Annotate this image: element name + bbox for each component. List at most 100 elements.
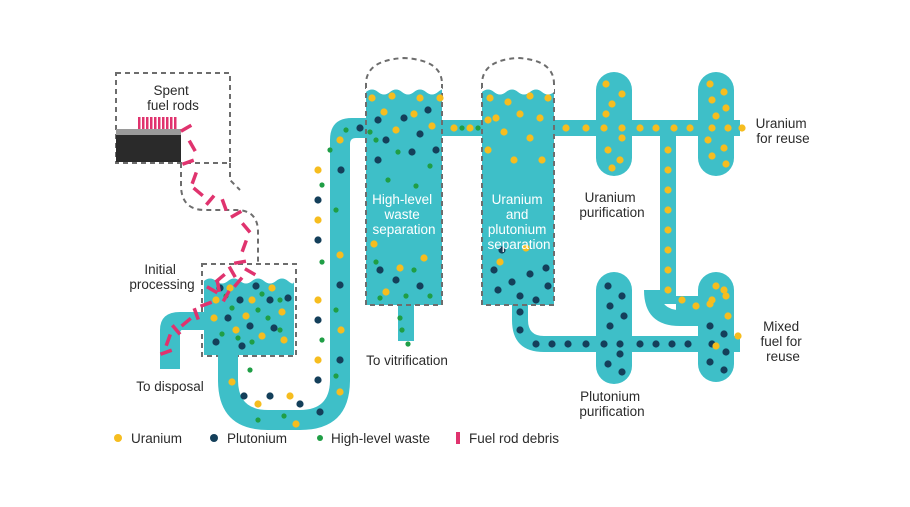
- rod-tip: [166, 117, 169, 129]
- uranium-particle: [416, 94, 424, 102]
- uranium-particle: [664, 146, 672, 154]
- uranium-particle: [706, 300, 714, 308]
- uranium-particle: [336, 136, 344, 144]
- initial-surface: [204, 277, 294, 284]
- uranium-particle: [602, 80, 610, 88]
- debris-piece: [232, 276, 244, 288]
- waste-particle: [405, 341, 411, 347]
- plutonium-particle: [336, 281, 344, 289]
- uranium-particle: [370, 240, 378, 248]
- waste-particle: [255, 417, 261, 423]
- waste-particle: [319, 182, 325, 188]
- waste-particle: [343, 127, 349, 133]
- uranium-particle: [382, 288, 390, 296]
- plutonium-particle: [604, 360, 612, 368]
- plutonium-particle: [314, 196, 322, 204]
- spent-fuel-assembly-icon: [116, 117, 181, 162]
- debris-piece: [192, 307, 200, 321]
- uranium-particle: [722, 104, 730, 112]
- plutonium-particle: [544, 282, 552, 290]
- debris-piece: [180, 316, 192, 328]
- hlw-surface: [366, 88, 444, 95]
- legend: Uranium Plutonium High-level waste Fuel …: [114, 431, 559, 446]
- waste-particle: [403, 293, 409, 299]
- uranium-particle: [670, 124, 678, 132]
- plutonium-particle: [526, 270, 534, 278]
- debris-piece: [204, 194, 216, 206]
- plutonium-particle: [266, 392, 274, 400]
- uranium-particle: [618, 124, 626, 132]
- spent-fuel-rods-label: Spent fuel rods: [147, 83, 199, 113]
- uranium-particle: [678, 296, 686, 304]
- plutonium-particle: [582, 340, 590, 348]
- uranium-particle: [734, 332, 742, 340]
- uranium-particle: [314, 216, 322, 224]
- plutonium-particle: [424, 106, 432, 114]
- debris-piece: [227, 265, 237, 278]
- debris-piece: [220, 198, 228, 212]
- waste-particle: [367, 129, 373, 135]
- plutonium-particle: [618, 292, 626, 300]
- uranium-particle: [664, 206, 672, 214]
- uranium-particle: [314, 296, 322, 304]
- hlw-tank-dome: [365, 56, 443, 88]
- rod-tip: [142, 117, 145, 129]
- uranium-particle: [724, 312, 732, 320]
- plutonium-particle: [266, 296, 274, 304]
- rod-tip: [170, 117, 173, 129]
- waste-particle: [333, 207, 339, 213]
- uranium-particle: [712, 112, 720, 120]
- uranium-particle: [484, 116, 492, 124]
- hlw-separation-label: High-level waste separation: [372, 192, 436, 237]
- plutonium-particle: [720, 366, 728, 374]
- plutonium-particle: [416, 282, 424, 290]
- uranium-particle: [720, 144, 728, 152]
- up-tank-wall: [481, 84, 555, 306]
- rod-tip: [146, 117, 149, 129]
- uranium-particle: [600, 124, 608, 132]
- debris-piece: [181, 158, 195, 166]
- uranium-particle: [692, 302, 700, 310]
- plutonium-particle: [382, 136, 390, 144]
- debris-bar-icon: [456, 432, 460, 444]
- plutonium-particle: [542, 264, 550, 272]
- debris-piece: [240, 222, 252, 234]
- plutonium-particle: [316, 408, 324, 416]
- plutonium-particle: [337, 166, 345, 174]
- plutonium-particle: [548, 340, 556, 348]
- uranium-particle: [450, 124, 458, 132]
- uranium-particle: [720, 286, 728, 294]
- uranium-particle: [704, 136, 712, 144]
- uranium-particle: [232, 326, 240, 334]
- uranium-particle: [392, 126, 400, 134]
- plutonium-particle: [356, 124, 364, 132]
- plutonium-particle: [408, 148, 416, 156]
- liquid-network: [160, 72, 740, 430]
- debris-piece: [170, 324, 182, 336]
- uranium-particle: [336, 388, 344, 396]
- uranium-particle: [664, 226, 672, 234]
- debris-piece: [230, 209, 243, 219]
- uranium-particle: [504, 98, 512, 106]
- uranium-particle: [337, 326, 345, 334]
- uranium-particle: [496, 258, 504, 266]
- uranium-particle: [420, 254, 428, 262]
- plutonium-particle: [376, 266, 384, 274]
- waste-particle: [247, 367, 253, 373]
- uranium-particle: [708, 124, 716, 132]
- plutonium-particle: [314, 316, 322, 324]
- waste-particle: [319, 337, 325, 343]
- uranium-particle: [664, 246, 672, 254]
- waste-particle: [259, 291, 265, 297]
- up-separation-label: Uranium and plutonium separation: [487, 192, 550, 252]
- plutonium-particle: [296, 400, 304, 408]
- plutonium-particle: [706, 322, 714, 330]
- waste-particle: [277, 297, 283, 303]
- uranium-particle: [286, 392, 294, 400]
- plutonium-particle: [252, 282, 260, 290]
- uranium-particle: [516, 110, 524, 118]
- waste-particle: [333, 307, 339, 313]
- uranium-particle: [712, 282, 720, 290]
- legend-debris: Fuel rod debris: [469, 431, 559, 446]
